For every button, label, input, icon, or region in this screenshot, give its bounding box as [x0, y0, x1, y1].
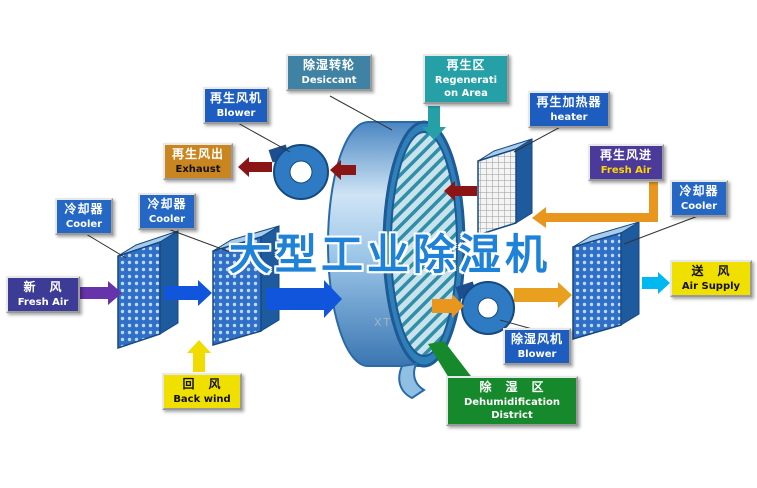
label-desiccant-zh: 除湿转轮 — [302, 58, 355, 72]
label-regen-fresh-air: 再生风进 Fresh Air — [588, 144, 664, 181]
label-dehumid-district-en1: Dehumidification — [463, 396, 561, 408]
label-cooler-left-outer: 冷却器 Cooler — [55, 198, 113, 235]
label-regen-blower: 再生风机 Blower — [203, 87, 269, 124]
label-regen-area-en1: Regenerati — [434, 74, 498, 86]
label-back-wind: 回 风 Back wind — [162, 373, 242, 410]
regen-fan-icon — [268, 144, 329, 200]
arrow-regen-area-down — [422, 106, 446, 140]
label-cooler-left-inner-zh: 冷却器 — [147, 197, 187, 211]
label-regen-blower-en: Blower — [216, 107, 256, 119]
label-air-supply: 送 风 Air Supply — [670, 260, 752, 297]
label-regen-heater-zh: 再生加热器 — [536, 95, 602, 109]
label-back-wind-zh: 回 风 — [182, 377, 222, 391]
arrow-fan-to-cooler — [514, 282, 572, 308]
wheel-seal — [398, 362, 426, 400]
label-dehumid-district: 除 湿 区 Dehumidification District — [446, 376, 578, 426]
label-desiccant-en: Desiccant — [301, 74, 357, 86]
label-cooler-left-outer-zh: 冷却器 — [64, 202, 104, 216]
label-regen-heater: 再生加热器 heater — [528, 91, 610, 128]
label-fresh-air: 新 风 Fresh Air — [6, 276, 80, 313]
label-fresh-air-en: Fresh Air — [17, 296, 69, 308]
label-desiccant: 除湿转轮 Desiccant — [286, 54, 372, 91]
cooler-right-box — [572, 221, 640, 340]
arrow-back-wind — [187, 340, 211, 372]
label-dehumid-district-en2: District — [491, 409, 533, 421]
arrow-air-supply — [642, 272, 670, 294]
label-cooler-right: 冷却器 Cooler — [670, 180, 728, 217]
label-cooler-right-en: Cooler — [680, 200, 718, 212]
arrow-cooler1-to-cooler2 — [164, 280, 212, 306]
label-dehumid-blower: 除湿风机 Blower — [503, 328, 571, 365]
label-regen-heater-en: heater — [550, 111, 588, 123]
arrow-cooler2-to-wheel — [266, 280, 342, 318]
label-exhaust: 再生风出 Exhaust — [163, 143, 233, 180]
label-cooler-left-inner-en: Cooler — [148, 213, 186, 225]
arrow-wheel-to-regen-fan — [330, 160, 356, 180]
label-regen-fresh-air-en: Fresh Air — [600, 164, 652, 176]
label-cooler-right-zh: 冷却器 — [679, 184, 719, 198]
label-regen-area-zh: 再生区 — [446, 58, 486, 72]
label-dehumid-blower-zh: 除湿风机 — [510, 332, 563, 346]
label-air-supply-en: Air Supply — [681, 280, 741, 292]
label-cooler-left-outer-en: Cooler — [65, 218, 103, 230]
arrow-wheel-to-fan — [432, 294, 464, 318]
label-air-supply-zh: 送 风 — [691, 264, 731, 278]
cooler-left-inner-box — [212, 225, 280, 346]
arrow-heater-to-wheel — [444, 181, 477, 201]
label-exhaust-zh: 再生风出 — [171, 147, 224, 161]
label-regen-area-en2: on Area — [444, 87, 488, 99]
dehumid-district-pointer — [428, 341, 474, 383]
arrow-regen-air-to-heater — [532, 182, 658, 228]
flow-arrows — [78, 106, 670, 372]
watermark: XT — [374, 316, 393, 329]
arrow-fan-to-exhaust — [238, 157, 272, 177]
arrow-fresh-air-in — [78, 281, 122, 305]
label-exhaust-en: Exhaust — [175, 163, 221, 175]
heater-box — [477, 138, 533, 237]
label-dehumid-district-zh: 除 湿 区 — [479, 380, 545, 394]
label-back-wind-en: Back wind — [173, 393, 231, 405]
label-regen-fresh-air-zh: 再生风进 — [599, 148, 652, 162]
cooler-left-outer-box — [117, 230, 179, 350]
label-regen-blower-zh: 再生风机 — [209, 91, 262, 105]
dehumid-fan-icon — [455, 281, 515, 335]
label-fresh-air-zh: 新 风 — [23, 280, 63, 294]
label-regen-area: 再生区 Regenerati on Area — [423, 54, 509, 104]
label-cooler-left-inner: 冷却器 Cooler — [138, 193, 196, 230]
label-dehumid-blower-en: Blower — [517, 348, 557, 360]
diagram-title: 大型工业除湿机 — [228, 230, 551, 279]
